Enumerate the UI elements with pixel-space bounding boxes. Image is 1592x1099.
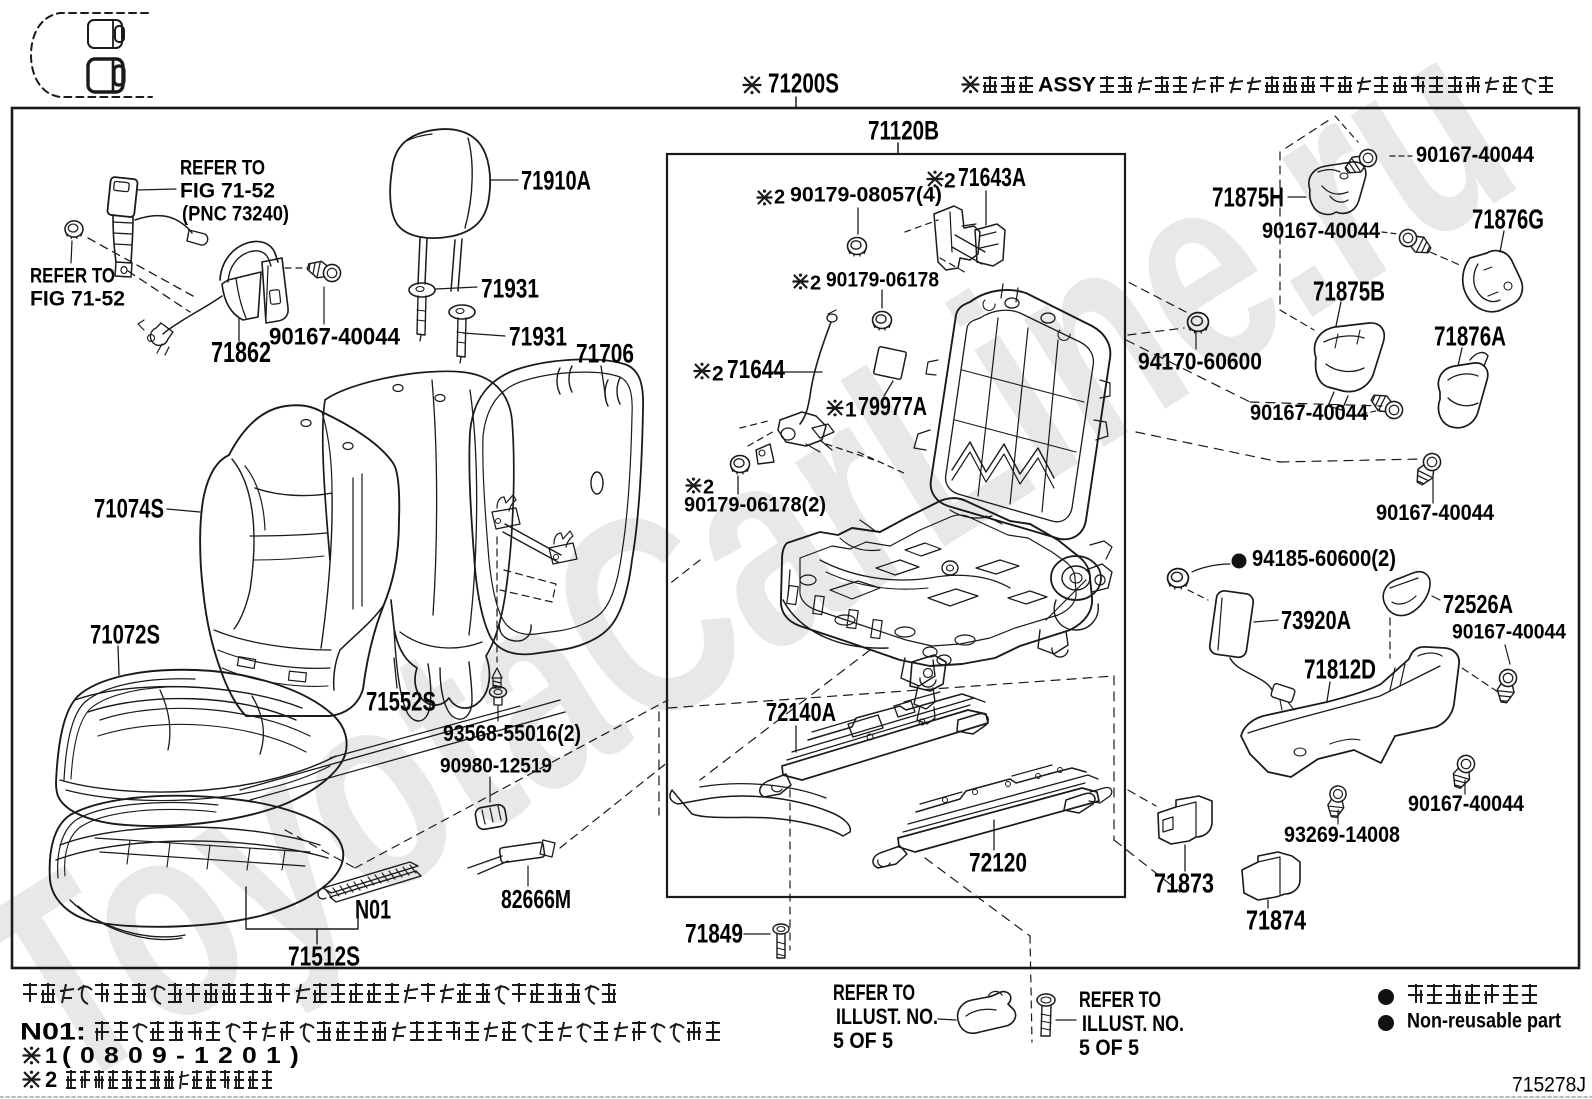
svg-text:82666M: 82666M (501, 884, 571, 914)
svg-text:79977A: 79977A (858, 391, 927, 421)
svg-text:71910A: 71910A (521, 166, 591, 196)
svg-text:71812D: 71812D (1304, 653, 1376, 684)
svg-text:90179-06178(2): 90179-06178(2) (684, 493, 826, 516)
svg-text:90167-40044: 90167-40044 (1250, 400, 1369, 425)
svg-text:71072S: 71072S (90, 620, 160, 650)
svg-text:REFER TO: REFER TO (1079, 987, 1161, 1012)
svg-text:90167-40044: 90167-40044 (1376, 500, 1495, 525)
svg-text:REFER TO: REFER TO (30, 264, 115, 287)
svg-text:71074S: 71074S (94, 494, 164, 524)
svg-text:2: 2 (774, 187, 785, 209)
svg-text:5 OF 5: 5 OF 5 (1079, 1035, 1139, 1060)
svg-text:FIG 71-52: FIG 71-52 (180, 179, 275, 202)
svg-text:(PNC 73240): (PNC 73240) (182, 202, 289, 225)
svg-text:2: 2 (712, 362, 724, 385)
svg-text:71875H: 71875H (1212, 181, 1284, 212)
svg-text:N01:: N01: (20, 1019, 86, 1046)
svg-text:71931: 71931 (481, 274, 539, 304)
svg-text:71706: 71706 (576, 339, 634, 369)
svg-text:ILLUST. NO.: ILLUST. NO. (836, 1004, 938, 1029)
svg-text:90167-40044: 90167-40044 (1262, 218, 1381, 243)
svg-text:ILLUST. NO.: ILLUST. NO. (1082, 1011, 1184, 1036)
svg-text:90980-12519: 90980-12519 (440, 754, 552, 777)
svg-text:72526A: 72526A (1443, 589, 1513, 619)
svg-text:71876A: 71876A (1434, 320, 1506, 351)
svg-text:71120B: 71120B (868, 116, 939, 146)
svg-text:71876G: 71876G (1472, 203, 1544, 234)
svg-text:90179-06178: 90179-06178 (826, 268, 939, 291)
svg-text:(0809-1201): (0809-1201) (62, 1042, 308, 1068)
svg-text:90167-40044: 90167-40044 (1416, 142, 1535, 167)
svg-text:93269-14008: 93269-14008 (1284, 822, 1400, 847)
svg-text:1: 1 (45, 1043, 57, 1068)
svg-text:71512S: 71512S (288, 940, 360, 971)
svg-text:71200S: 71200S (768, 67, 839, 98)
svg-text:REFER TO: REFER TO (180, 156, 265, 179)
svg-text:2: 2 (703, 477, 714, 499)
svg-text:90167-40044: 90167-40044 (1408, 791, 1525, 816)
svg-text:71873: 71873 (1154, 867, 1214, 898)
svg-text:2: 2 (45, 1067, 57, 1092)
svg-text:90167-40044: 90167-40044 (1452, 620, 1566, 643)
svg-text:90179-08057(4): 90179-08057(4) (790, 183, 942, 206)
svg-text:ASSY: ASSY (1038, 73, 1096, 96)
svg-text:93568-55016(2): 93568-55016(2) (443, 720, 581, 746)
svg-text:71643A: 71643A (958, 162, 1026, 192)
svg-text:2: 2 (944, 169, 956, 192)
svg-text:FIG 71-52: FIG 71-52 (30, 287, 125, 310)
svg-text:71849: 71849 (685, 919, 743, 949)
svg-text:94170-60600: 94170-60600 (1138, 349, 1262, 376)
svg-text:5 OF 5: 5 OF 5 (833, 1028, 893, 1053)
svg-text:71862: 71862 (211, 337, 271, 369)
svg-text:2: 2 (810, 273, 821, 295)
svg-text:73920A: 73920A (1281, 605, 1351, 635)
svg-text:Non-reusable part: Non-reusable part (1407, 1009, 1561, 1032)
svg-text:71552S: 71552S (366, 687, 436, 717)
svg-text:71875B: 71875B (1313, 275, 1385, 306)
svg-text:715278J: 715278J (1512, 1073, 1586, 1096)
svg-text:71931: 71931 (509, 322, 567, 352)
svg-text:72140A: 72140A (766, 697, 836, 727)
svg-text:1: 1 (845, 398, 857, 421)
svg-text:71874: 71874 (1246, 904, 1306, 935)
svg-text:90167-40044: 90167-40044 (269, 324, 401, 351)
svg-text:94185-60600(2): 94185-60600(2) (1252, 545, 1396, 571)
svg-text:N01: N01 (355, 895, 391, 925)
svg-text:REFER TO: REFER TO (833, 980, 915, 1005)
svg-text:71644: 71644 (727, 354, 785, 384)
svg-text:72120: 72120 (969, 848, 1027, 878)
